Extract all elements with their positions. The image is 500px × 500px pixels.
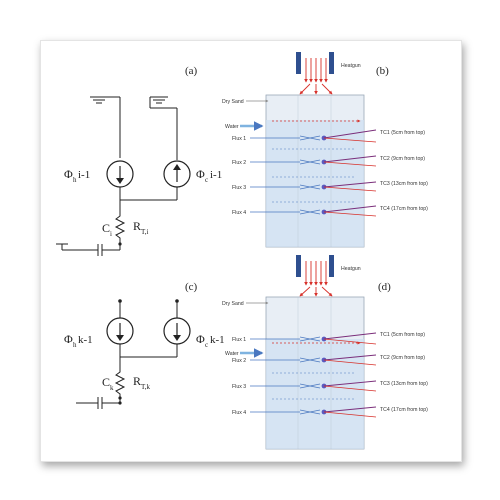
flux-label-b-3: Flux 3 [232, 185, 246, 191]
tc-label-b-2: TC2 (9cm from top) [380, 156, 425, 162]
flux-label-d-4: Flux 4 [232, 410, 246, 416]
flux-h-k-suffix: k-1 [78, 334, 93, 346]
flux-row-d-3: Flux 3 TC3 (13cm from top) [232, 372, 428, 392]
flux-h-symbol: Φ [64, 167, 73, 181]
capacitor-a-icon [56, 243, 121, 256]
panel-label-b: (b) [376, 65, 389, 77]
flux-h-k-sub: h [73, 341, 77, 349]
dry-sand-label-b: Dry Sand [222, 99, 244, 105]
tc-label-b-3: TC3 (13cm from top) [380, 181, 428, 187]
capacitor-c-icon [76, 397, 121, 409]
tc-label-d-4: TC4 (17cm from top) [380, 407, 428, 413]
figure-frame [40, 40, 462, 462]
heatgun-label-b: Heatgun [341, 63, 361, 69]
tc-label-b-1: TC1 (5cm from top) [380, 130, 425, 136]
flux-c-symbol: Φ [196, 167, 205, 181]
heatgun-label-d: Heatgun [341, 266, 361, 272]
circuit-c: (c) Φ h k-1 Φ c k-1 R T, [64, 281, 225, 409]
tc-label-d-1: TC1 (5cm from top) [380, 332, 425, 338]
flux-label-d-2: Flux 2 [232, 358, 246, 364]
ground-top-right-icon [149, 96, 178, 160]
heatgun-left-icon-d [296, 255, 301, 277]
current-source-c-k-icon [163, 317, 191, 345]
heatgun-left-icon [296, 52, 301, 74]
circuit-a: (a) Φ h i-1 Φ c [56, 65, 222, 256]
water-label-d: Water [225, 351, 239, 357]
flux-row-d-1: Flux 1 TC1 (5cm from top) [232, 332, 425, 345]
tc-label-b-4: TC4 (17cm from top) [380, 206, 428, 212]
flux-c-k-sub: c [205, 341, 208, 349]
ground-top-left-icon [90, 96, 121, 158]
heatgun-right-icon-d [329, 255, 334, 277]
tc-label-d-3: TC3 (13cm from top) [380, 381, 428, 387]
dry-sand-label-d: Dry Sand [222, 301, 244, 307]
current-source-h-k-icon [106, 317, 134, 345]
flux-label-d-3: Flux 3 [232, 384, 246, 390]
flux-row-b-1: Flux 1 TC1 (5cm from top) [232, 129, 425, 143]
flux-h-k-symbol: Φ [64, 332, 73, 346]
resistor-a-symbol: R [133, 219, 141, 233]
flux-row-b-4: Flux 4 TC4 (17cm from top) [232, 201, 428, 217]
flux-row-d-2: Flux 2 TC2 (9cm from top) [232, 354, 425, 366]
flux-c-suffix: i-1 [210, 169, 222, 181]
current-source-h-icon [106, 160, 134, 188]
water-region-d [266, 339, 364, 449]
flux-h-suffix: i-1 [78, 169, 90, 181]
heatgun-right-icon [329, 52, 334, 74]
flux-label-b-4: Flux 4 [232, 210, 246, 216]
flux-label-b-1: Flux 1 [232, 136, 246, 142]
panel-label-c: (c) [185, 281, 198, 293]
flux-label-d-1: Flux 1 [232, 337, 246, 343]
capacitor-c-symbol: C [102, 375, 110, 389]
tc-label-d-2: TC2 (9cm from top) [380, 355, 425, 361]
water-region-b [266, 120, 364, 247]
resistor-c-icon [114, 368, 126, 398]
flux-c-k-symbol: Φ [196, 332, 205, 346]
flux-c-sub: c [205, 176, 208, 184]
flux-row-d-4: Flux 4 TC4 (17cm from top) [232, 398, 428, 418]
flux-h-sub: h [73, 176, 77, 184]
flux-label-b-2: Flux 2 [232, 160, 246, 166]
resistor-a-sub: T,i [141, 228, 149, 236]
experiment-d: (d) Heatgun Dry Sand Water Flux 1 [222, 255, 428, 450]
terminal-dot-right [175, 299, 179, 303]
capacitor-a-symbol: C [102, 221, 110, 235]
capacitor-c-sub: k [110, 384, 114, 392]
capacitor-a-sub: i [110, 230, 112, 238]
resistor-c-sub: T,k [141, 383, 151, 391]
flux-row-b-2: Flux 2 TC2 (9cm from top) [232, 148, 425, 167]
flux-c-k-suffix: k-1 [210, 334, 225, 346]
resistor-a-icon [114, 212, 126, 244]
flux-row-b-3: Flux 3 TC3 (13cm from top) [232, 176, 428, 192]
experiment-b: (b) Heatgun Dry Sand Water [222, 52, 428, 248]
water-label-b: Water [225, 124, 239, 130]
resistor-c-symbol: R [133, 374, 141, 388]
terminal-dot-left [118, 299, 122, 303]
panel-label-a: (a) [185, 65, 198, 77]
panel-label-d: (d) [378, 281, 391, 293]
current-source-c-icon [163, 160, 191, 188]
